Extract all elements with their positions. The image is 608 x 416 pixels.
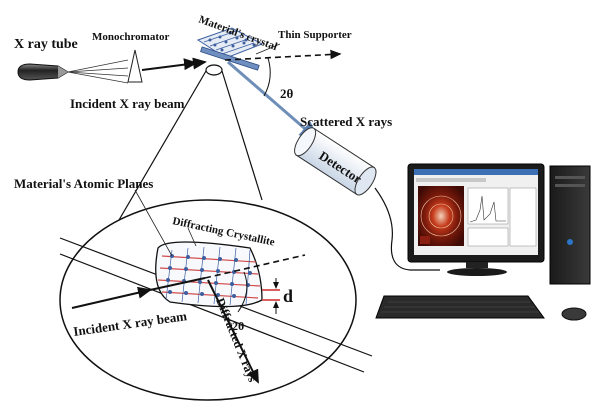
atomic-planes-leader [134, 189, 173, 257]
two-theta-arc-bottom [237, 271, 248, 313]
detector-cable [374, 187, 440, 271]
thin-supporter-leader [255, 43, 281, 55]
two-theta-arc-top [263, 57, 271, 97]
diffracted-beam-arrow [207, 279, 259, 384]
xray-tube-icon [17, 63, 69, 81]
label-two-theta-bottom: 2θ [232, 319, 244, 333]
thin-supporter-plate [200, 46, 260, 71]
incident-beam-arrow-head [183, 58, 198, 71]
label-xray-tube: X ray tube [14, 37, 78, 52]
label-scattered-xrays: Scattered X rays [300, 114, 392, 129]
desktop-computer-icon [375, 163, 591, 321]
label-monochromator: Monochromator [92, 31, 170, 43]
crystallite-leader [187, 227, 197, 247]
label-atomic-planes: Material's Atomic Planes [14, 176, 153, 191]
transmitted-beam-bottom [204, 254, 306, 279]
label-two-theta-top: 2θ [280, 86, 294, 101]
incident-beam-bottom-inner [149, 277, 206, 291]
diffracting-crystallite [155, 241, 263, 308]
transmitted-beam [224, 49, 342, 61]
incident-beam-bottom-arrow [71, 286, 152, 309]
scattered-beam [227, 60, 321, 142]
label-d-spacing: d [283, 286, 293, 306]
label-incident-beam-top: Incident X ray beam [70, 96, 185, 111]
zoom-cone [111, 64, 263, 233]
incident-beam-rays [67, 59, 129, 84]
detector-cylinder-icon [294, 127, 377, 196]
monochromator-prism-icon [127, 49, 143, 83]
label-thin-supporter: Thin Supporter [278, 29, 352, 41]
materials-crystal [196, 27, 264, 71]
d-spacing-indicator [262, 278, 280, 314]
